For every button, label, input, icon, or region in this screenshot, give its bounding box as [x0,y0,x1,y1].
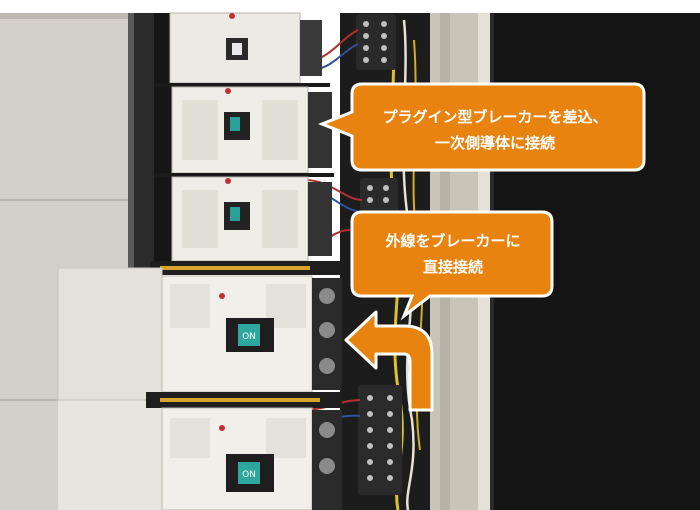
terminal-block-middle [360,178,398,218]
callout-2-line-1: 外線をブレーカーに [385,232,521,250]
breaker-4-on-label: ON [242,332,256,342]
callout-1-line-2: 一次側導体に接続 [434,134,555,152]
callout-1-line-1: プラグイン型ブレーカーを差込、 [382,108,608,126]
terminal-block-top [356,14,396,70]
side-cover-plate [58,268,162,400]
breaker-3 [154,176,332,262]
terminal-block-bottom [358,385,402,495]
breaker-4: ON [161,275,342,393]
breaker-5-on-label: ON [242,470,256,480]
breaker-5: ON [161,407,342,510]
callout-1-text: プラグイン型ブレーカーを差込、 一次側導体に接続 [360,104,630,156]
breaker-2 [154,86,332,174]
breaker-1 [154,12,322,84]
callout-2-line-2: 直接接続 [422,258,483,276]
callout-2-text: 外線をブレーカーに 直接接続 [360,228,546,280]
